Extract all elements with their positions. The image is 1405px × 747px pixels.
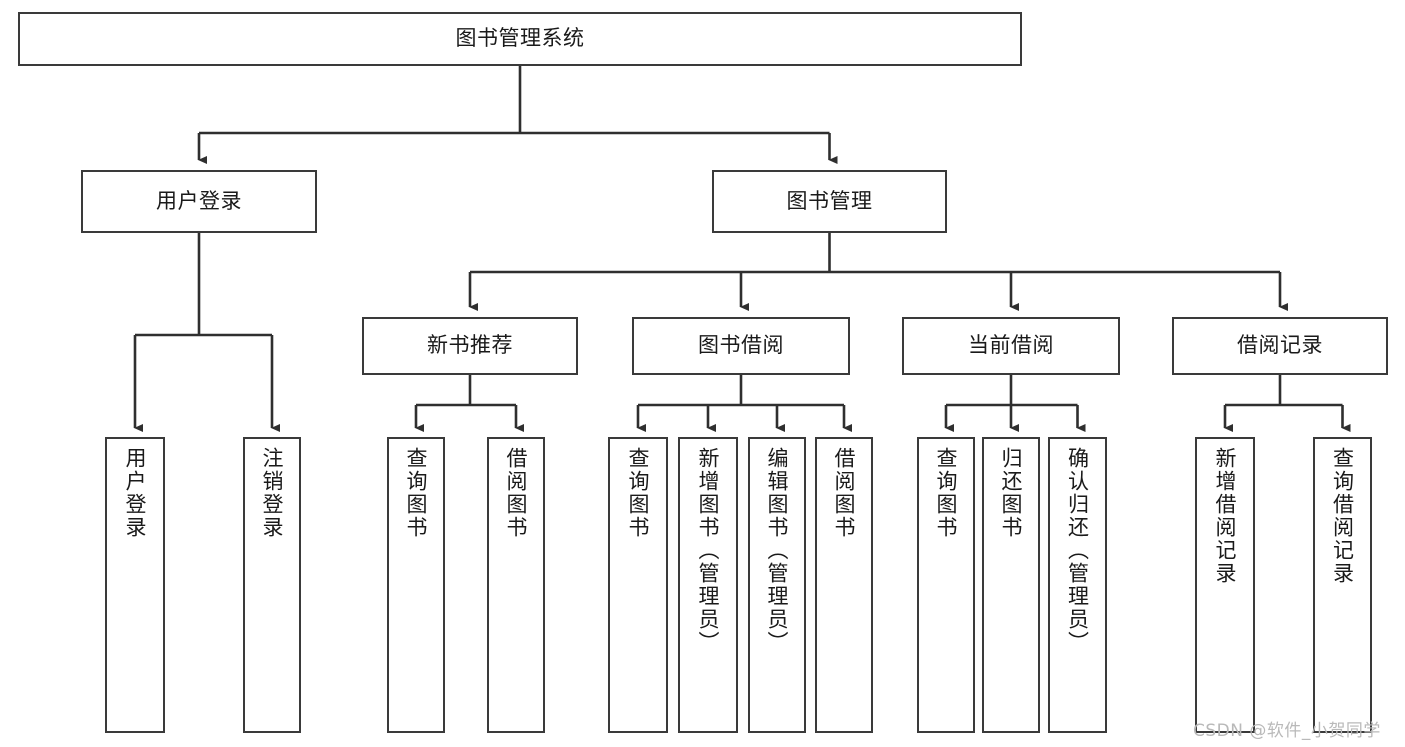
node-label: 当前借阅	[968, 333, 1054, 358]
leaf-node-12[interactable]: 查询借阅记录	[1313, 437, 1372, 733]
leaf-node-8[interactable]: 查询图书	[917, 437, 975, 733]
level3-node-0[interactable]: 新书推荐	[362, 317, 578, 375]
node-label: 借阅图书	[832, 447, 857, 539]
level2-node-1[interactable]: 图书管理	[712, 170, 947, 233]
level3-node-2[interactable]: 当前借阅	[902, 317, 1120, 375]
node-label: 归还图书	[999, 447, 1024, 539]
node-label: 查询图书	[404, 447, 429, 539]
leaf-node-0[interactable]: 用户登录	[105, 437, 165, 733]
node-label: 新增图书（管理员）	[696, 447, 721, 654]
node-label: 确认归还（管理员）	[1065, 447, 1090, 654]
leaf-node-11[interactable]: 新增借阅记录	[1195, 437, 1255, 733]
node-label: 借阅图书	[504, 447, 529, 539]
node-label: 新书推荐	[427, 333, 513, 358]
node-label: 用户登录	[123, 447, 148, 539]
node-label: 新增借阅记录	[1213, 447, 1238, 585]
node-label: 查询借阅记录	[1330, 447, 1355, 585]
csdn-watermark: CSDN @软件_小贺同学	[1193, 721, 1381, 741]
leaf-node-4[interactable]: 查询图书	[608, 437, 668, 733]
leaf-node-2[interactable]: 查询图书	[387, 437, 445, 733]
leaf-node-10[interactable]: 确认归还（管理员）	[1048, 437, 1107, 733]
node-label: 查询图书	[626, 447, 651, 539]
leaf-node-6[interactable]: 编辑图书（管理员）	[748, 437, 806, 733]
leaf-node-3[interactable]: 借阅图书	[487, 437, 545, 733]
root-node-book-management-system[interactable]: 图书管理系统	[18, 12, 1022, 66]
node-label: 图书管理系统	[455, 26, 585, 51]
level3-node-3[interactable]: 借阅记录	[1172, 317, 1388, 375]
leaf-node-7[interactable]: 借阅图书	[815, 437, 873, 733]
node-label: 用户登录	[156, 188, 242, 213]
node-label: 图书借阅	[698, 333, 784, 358]
node-label: 查询图书	[934, 447, 959, 539]
level3-node-1[interactable]: 图书借阅	[632, 317, 850, 375]
leaf-node-5[interactable]: 新增图书（管理员）	[678, 437, 738, 733]
level2-node-0[interactable]: 用户登录	[81, 170, 317, 233]
leaf-node-9[interactable]: 归还图书	[982, 437, 1040, 733]
node-label: 借阅记录	[1237, 333, 1323, 358]
node-label: 注销登录	[260, 447, 285, 539]
leaf-node-1[interactable]: 注销登录	[243, 437, 301, 733]
node-label: 编辑图书（管理员）	[765, 447, 790, 654]
node-label: 图书管理	[786, 188, 873, 213]
